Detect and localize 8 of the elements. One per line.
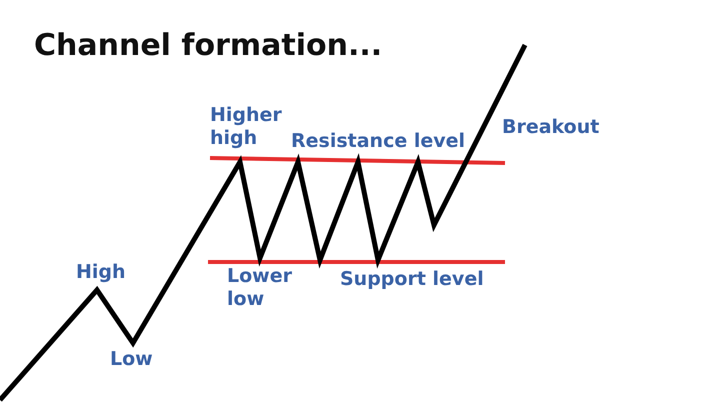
level-label: Support level [340, 268, 484, 291]
annotation-label: High [76, 261, 126, 284]
title: Channel formation... [34, 28, 382, 63]
annotation-label: Lower low [227, 265, 293, 311]
level-label: Resistance level [291, 130, 466, 153]
annotation-label: Low [110, 348, 153, 371]
annotation-label: Higher high [210, 104, 280, 150]
annotation-label: Breakout [502, 116, 600, 139]
